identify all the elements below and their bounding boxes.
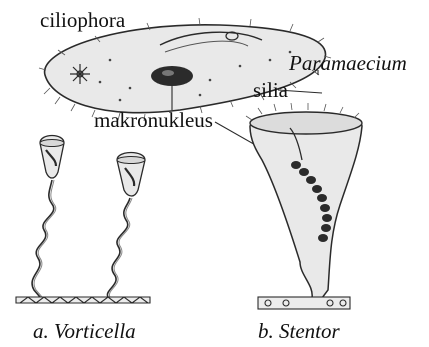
contractile-vacuole-star <box>70 64 90 84</box>
vorticella-left <box>32 136 64 298</box>
vorticella-organism <box>16 136 150 304</box>
stentor-organism <box>246 103 362 309</box>
stentor-substrate <box>258 297 350 309</box>
label-ciliophora: ciliophora <box>40 10 125 31</box>
label-makronukleus: makronukleus <box>94 110 213 131</box>
vorticella-substrate <box>16 297 150 303</box>
label-silia: silia <box>253 80 288 101</box>
stentor-body <box>250 115 362 298</box>
makronukleus-shape <box>151 66 193 86</box>
caption-vorticella: a. Vorticella <box>33 321 136 342</box>
caption-stentor: b. Stentor <box>258 321 340 342</box>
label-paramaecium: Paramaecium <box>289 53 407 74</box>
mikronukleus-shape <box>162 70 174 76</box>
vorticella-right <box>107 153 145 298</box>
paramaecium-cell <box>39 18 331 121</box>
stentor-peristome <box>250 112 362 134</box>
